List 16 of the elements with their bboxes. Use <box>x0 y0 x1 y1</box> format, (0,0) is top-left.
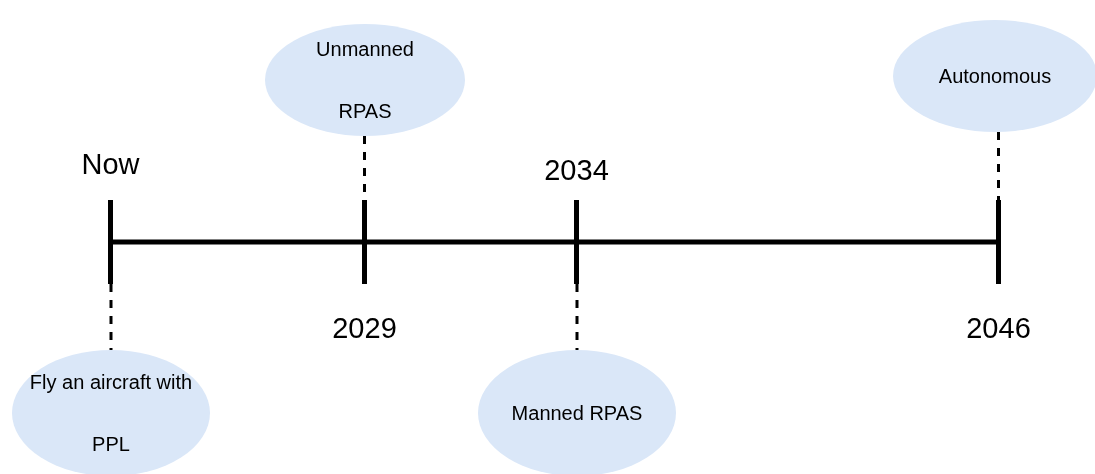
milestone-ellipse <box>265 24 465 136</box>
timeline-label: 2029 <box>332 312 397 345</box>
timeline-label: Now <box>81 148 140 181</box>
dashed-connector <box>575 284 579 350</box>
milestone-label: Autonomous <box>938 64 1052 89</box>
timeline-label: 2046 <box>966 312 1031 345</box>
timeline-label: 2034 <box>544 154 609 187</box>
milestone-label: Manned RPAS <box>511 401 643 426</box>
dashed-connector <box>109 284 113 350</box>
tick-mark <box>574 200 579 284</box>
dashed-connector <box>997 132 1000 200</box>
milestone-label: Fly an aircraft with PPL <box>28 370 194 457</box>
tick-mark <box>108 200 113 284</box>
tick-mark <box>996 200 1001 284</box>
milestone-label: Unmanned RPAS <box>315 37 415 124</box>
tick-mark <box>362 200 367 284</box>
